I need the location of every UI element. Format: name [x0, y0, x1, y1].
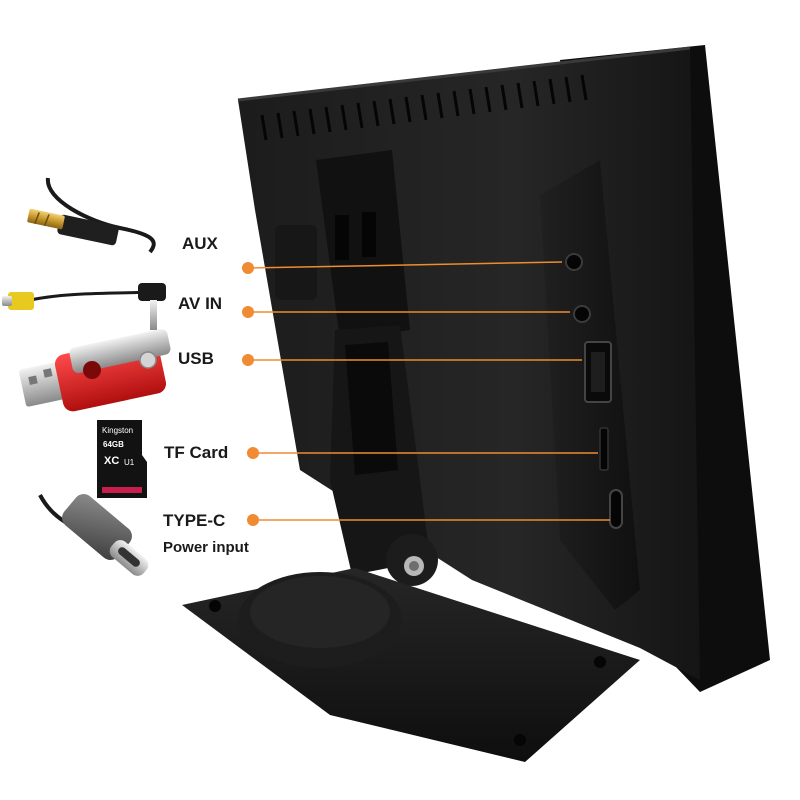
label-av-in: AV IN — [178, 294, 223, 313]
tf-card-capacity: 64GB — [103, 440, 124, 449]
side-ports — [565, 253, 623, 529]
leader-line-aux — [247, 261, 563, 269]
tf-card-slot — [599, 427, 609, 471]
av-in-port — [573, 305, 591, 323]
mount-stand — [182, 150, 640, 762]
tf-card-format: XC — [104, 455, 120, 467]
callout-dot-usb — [242, 354, 254, 366]
monitor-top-edge — [237, 46, 691, 102]
callout-dot-type-c — [247, 514, 259, 526]
speaker-grille — [275, 225, 317, 300]
micro-sd-card-icon — [97, 420, 147, 498]
audio-jack-icon — [27, 177, 156, 254]
callout-dot-tf-card — [247, 447, 259, 459]
label-power-input: Power input — [163, 539, 249, 556]
rca-cable-icon — [2, 283, 166, 330]
vent-slots — [260, 74, 588, 141]
label-aux: AUX — [182, 234, 218, 253]
leader-lines — [247, 261, 610, 521]
label-tf-card: TF Card — [164, 443, 229, 462]
callout-dot-av-in — [242, 306, 254, 318]
type-c-port — [609, 489, 623, 529]
tf-card-brand: Kingston — [102, 426, 134, 435]
usb-c-cable-icon — [38, 494, 149, 576]
callout-dot-aux — [242, 262, 254, 274]
aux-port — [565, 253, 583, 271]
tf-card-class: U1 — [124, 458, 135, 467]
label-usb: USB — [178, 349, 214, 368]
usb-drive-icon — [19, 329, 171, 412]
label-type-c: TYPE-C — [163, 511, 226, 530]
